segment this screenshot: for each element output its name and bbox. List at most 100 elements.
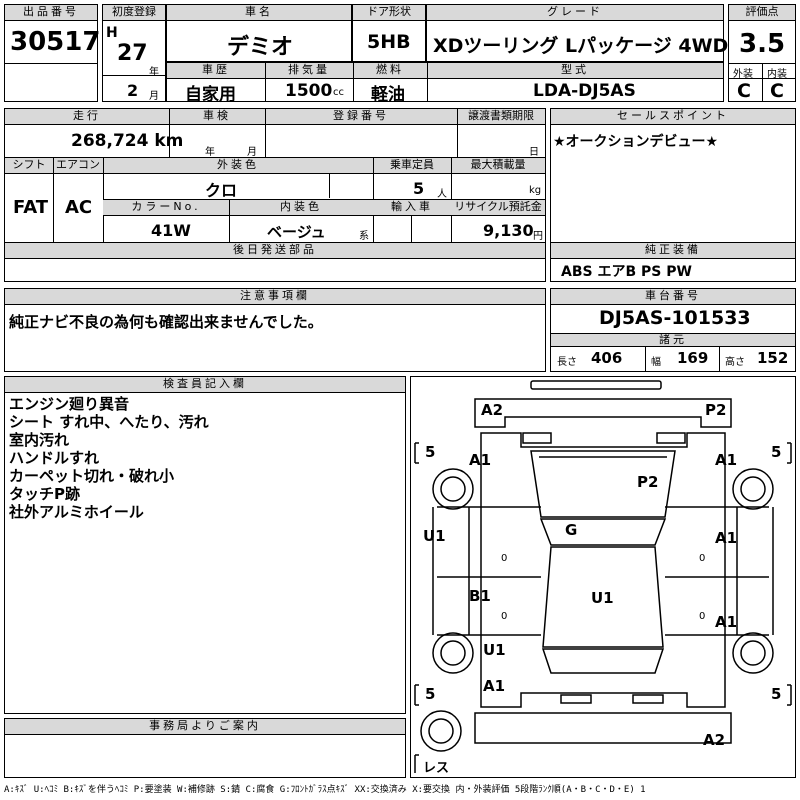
- recycle: 9,130: [483, 221, 534, 240]
- insp-year-unit: 年: [205, 147, 215, 158]
- inspector-notes: エンジン廻り異音 シート すれ中、へたり、汚れ 室内汚れ ハンドルすれ カーペッ…: [9, 395, 209, 521]
- mark-roof-center: U1: [591, 589, 614, 607]
- length: 406: [591, 349, 623, 367]
- selling-text: ★オークションデビュー★: [553, 134, 719, 150]
- mileage-label: 走行: [5, 109, 169, 125]
- mark-zero-2: 0: [699, 553, 706, 564]
- mark-tire-rl: 5: [425, 685, 436, 703]
- diagram-box: A2 P2 5 5 A1 A1 P2 G U1 A1 0 0 B1 U1 A1 …: [410, 376, 796, 778]
- score-box: 評価点 3.5 外装 内装 C C: [728, 4, 796, 102]
- score-value: 3.5: [739, 29, 786, 59]
- interior-color-suffix: 系: [359, 231, 369, 242]
- mark-door-fl: U1: [423, 527, 446, 545]
- lot-label: 出品番号: [5, 5, 97, 21]
- recycle-unit: 円: [533, 231, 543, 242]
- mark-roof: G: [565, 521, 578, 539]
- displacement-label: 排気量: [265, 63, 353, 79]
- history-label: 車歴: [167, 63, 265, 79]
- mark-hood: P2: [637, 473, 659, 491]
- year-unit: 年: [149, 67, 159, 78]
- inspection-label: 車検: [169, 109, 265, 125]
- mark-zero-1: 0: [501, 553, 508, 564]
- lot-box: 出品番号 30517: [4, 4, 101, 102]
- inspector-note: シート すれ中、へたり、汚れ: [9, 413, 209, 431]
- door-box: ドア形状 5HB: [352, 4, 426, 62]
- door-label: ドア形状: [353, 5, 425, 21]
- inspector-note: 室内汚れ: [9, 431, 70, 449]
- mark-fender-right: A1: [715, 451, 738, 469]
- chassis-box: 車台番号 DJ5AS-101533 諸元 長さ 406 幅 169 高さ 152: [550, 288, 796, 372]
- height: 152: [757, 349, 789, 367]
- load-label: 最大積載量: [451, 158, 545, 174]
- color: クロ: [205, 181, 238, 200]
- interior-label: 内装: [767, 69, 787, 80]
- import-label: 輸入車: [373, 200, 451, 216]
- inspector-note: エンジン廻り異音: [9, 395, 130, 413]
- car-name: デミオ: [227, 35, 294, 60]
- grade-label: グレード: [427, 5, 723, 21]
- interior-color-label: 内装色: [229, 200, 373, 216]
- mileage: 268,724 km: [71, 131, 184, 151]
- car-name-label: 車名: [167, 5, 351, 21]
- door-type: 5HB: [367, 31, 411, 53]
- capacity-label: 乗車定員: [373, 158, 451, 174]
- color-no-label: カラーNo.: [103, 200, 229, 216]
- era: H: [106, 25, 118, 41]
- score-label: 評価点: [729, 5, 795, 21]
- interior-grade: C: [770, 80, 784, 102]
- mark-rear-bumper: A2: [703, 731, 726, 749]
- spec-label: 諸元: [551, 333, 795, 347]
- insp-month-unit: 月: [247, 147, 257, 158]
- exterior-grade: C: [737, 80, 751, 102]
- equipment-label: 純正装備: [551, 243, 795, 259]
- mark-fender-left: A1: [469, 451, 492, 469]
- mark-spare: レス: [423, 761, 450, 776]
- history: 自家用: [185, 85, 236, 105]
- mark-zero-4: 0: [699, 611, 706, 622]
- displacement-unit: cc: [333, 87, 344, 98]
- notes-label: 注意事項欄: [5, 289, 545, 305]
- office-box: 事務局よりご案内: [4, 718, 406, 778]
- width: 169: [677, 349, 709, 367]
- capacity-unit: 人: [437, 189, 447, 200]
- inspector-note: カーペット切れ・破れ小: [9, 467, 175, 485]
- notes-box: 注意事項欄 純正ナビ不良の為何も確認出来ませんでした。: [4, 288, 546, 372]
- load-unit: kg: [529, 185, 542, 196]
- inspector-label: 検査員記入欄: [5, 377, 405, 393]
- mark-door-rr: A1: [715, 613, 738, 631]
- shift-label: シフト: [5, 158, 53, 174]
- length-label: 長さ: [557, 357, 577, 368]
- equipment: ABS エアB PS PW: [561, 264, 692, 280]
- first-reg-label: 初度登録: [103, 5, 165, 21]
- model-label: 型式: [427, 63, 723, 79]
- history-row: 車歴 排気量 燃料 型式 自家用 1500 cc 軽油 LDA-DJ5AS: [166, 62, 724, 105]
- office-label: 事務局よりご案内: [5, 719, 405, 735]
- interior-color: ベージュ: [267, 223, 326, 241]
- width-label: 幅: [651, 357, 661, 368]
- later-parts-label: 後日発送部品: [5, 243, 545, 259]
- mark-quarter-left: U1: [483, 641, 506, 659]
- reg-no-label: 登録番号: [265, 109, 457, 125]
- color-label: 外装色: [103, 158, 373, 174]
- mark-rear-left: A1: [483, 677, 506, 695]
- capacity: 5: [413, 179, 425, 198]
- mark-tire-fr: 5: [771, 443, 782, 461]
- car-diagram: [414, 380, 792, 773]
- car-name-box: 車名 デミオ: [166, 4, 352, 62]
- transfer-day-unit: 日: [529, 147, 539, 158]
- mark-front-left: A2: [481, 401, 504, 419]
- color-no: 41W: [151, 221, 191, 240]
- fuel-label: 燃料: [353, 63, 427, 79]
- model: LDA-DJ5AS: [533, 81, 636, 101]
- recycle-label: リサイクル預託金: [451, 200, 545, 216]
- lot-number: 30517: [10, 27, 101, 57]
- shift: FAT: [13, 197, 49, 218]
- transfer-label: 譲渡書類期限: [457, 109, 545, 125]
- chassis-number: DJ5AS-101533: [599, 307, 751, 329]
- mark-front-right: P2: [705, 401, 727, 419]
- reg-year: 27: [117, 41, 148, 66]
- selling-label: セールスポイント: [551, 109, 795, 125]
- mark-tire-rr: 5: [771, 685, 782, 703]
- fuel: 軽油: [371, 85, 405, 105]
- inspector-box: 検査員記入欄 エンジン廻り異音 シート すれ中、へたり、汚れ 室内汚れ ハンドル…: [4, 376, 406, 714]
